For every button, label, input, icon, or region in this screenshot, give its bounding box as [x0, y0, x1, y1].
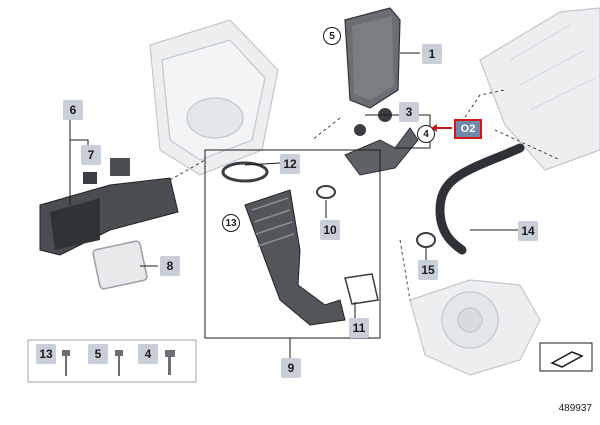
legend-item-5: 5 — [88, 344, 108, 364]
intake-manifold — [479, 7, 600, 171]
leader-lines — [69, 52, 518, 358]
part-resonator — [344, 7, 401, 109]
part-o-ring — [316, 185, 336, 199]
callout-7: 7 — [81, 145, 101, 165]
callout-15: 15 — [418, 260, 438, 280]
part-wire-clip — [344, 273, 379, 305]
callout-14: 14 — [518, 221, 538, 241]
callout-10: 10 — [320, 220, 340, 240]
callout-1: 1 — [422, 44, 442, 64]
callout-9: 9 — [281, 358, 301, 378]
callout-4: 4 — [417, 125, 435, 143]
diagram-number: 489937 — [558, 403, 592, 414]
legend-screws — [62, 350, 175, 376]
part-breather-hose — [435, 143, 525, 255]
view-icon-frame — [539, 342, 593, 372]
part-clamp-ring — [221, 161, 269, 183]
callout-8: 8 — [160, 256, 180, 276]
legend-item-4: 4 — [138, 344, 158, 364]
callout-3: 3 — [399, 102, 419, 122]
callout-11: 11 — [349, 318, 369, 338]
reference-tag-o2[interactable]: O2 — [454, 119, 482, 139]
legend-item-13: 13 — [36, 344, 56, 364]
part-small-foam — [83, 172, 97, 184]
part-inlet-duct — [39, 177, 179, 256]
callout-12: 12 — [280, 154, 300, 174]
view-icon — [550, 351, 584, 368]
turbocharger — [409, 279, 541, 376]
callout-5: 5 — [323, 27, 341, 45]
callout-6: 6 — [63, 100, 83, 120]
part-intake-hose — [244, 189, 346, 326]
part-grille — [92, 240, 148, 290]
part-clip — [110, 158, 130, 176]
part-seal-ring — [416, 232, 436, 248]
callout-13: 13 — [222, 214, 240, 232]
air-filter-housing — [149, 19, 279, 176]
